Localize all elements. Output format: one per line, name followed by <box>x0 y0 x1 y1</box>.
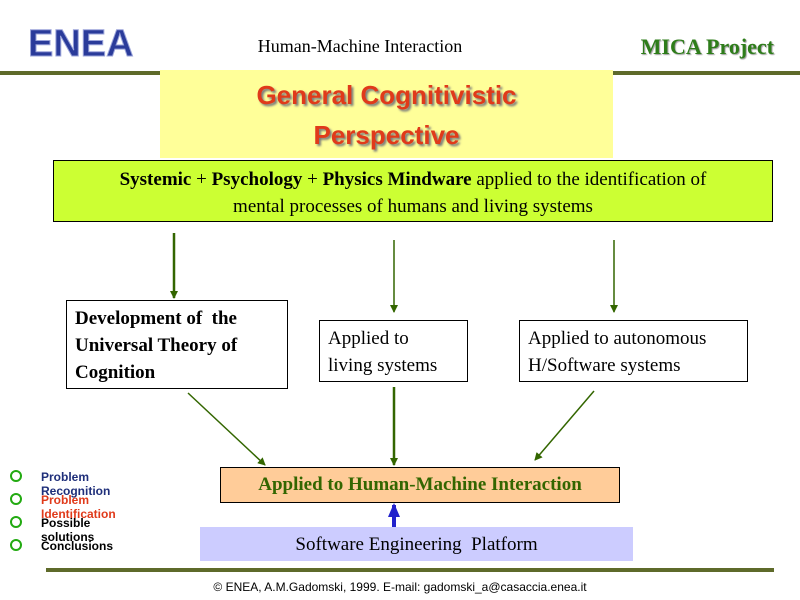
mindware-box: Systemic + Psychology + Physics Mindware… <box>53 160 773 222</box>
enea-logo: ENEA <box>28 23 135 65</box>
autonomous-line2: H/Software systems <box>528 355 681 376</box>
bullet-circle-icon <box>10 516 22 528</box>
arrow-autonomous-to-hmi <box>534 390 595 461</box>
term-physics-mindware: Physics Mindware <box>322 169 472 190</box>
theory-line3: Cognition <box>75 362 156 383</box>
bullet-circle-icon <box>10 470 22 482</box>
project-name: MICA Project <box>640 34 774 59</box>
bottom-divider <box>46 568 774 572</box>
bullet-label: Conclusions <box>41 539 114 553</box>
footer-copyright: © ENEA, A.M.Gadomski, 1999. E-mail: gado… <box>213 580 587 594</box>
theory-line2: Universal Theory of <box>75 335 238 356</box>
plus-1: + <box>191 169 212 190</box>
slide-title-line1: General Cognitivistic <box>256 80 517 110</box>
slide-title-box: General Cognitivistic Perspective <box>160 70 613 158</box>
mindware-rest: applied to the identification of <box>471 169 707 190</box>
theory-line1: Development of the <box>75 308 237 329</box>
autonomous-line1: Applied to autonomous <box>528 328 707 349</box>
slide-title: General Cognitivistic Perspective <box>160 70 613 155</box>
platform-box: Software Engineering Platform <box>200 527 633 561</box>
living-systems-box: Applied to living systems <box>319 320 468 382</box>
term-systemic: Systemic <box>119 169 192 190</box>
plus-2: + <box>302 169 323 190</box>
hmi-box: Applied to Human-Machine Interaction <box>220 467 620 503</box>
mindware-line1: Systemic + Psychology + Physics Mindware… <box>54 166 772 193</box>
bullet-label: Possible solutions <box>41 516 95 544</box>
bullet-label: Problem Identification <box>41 493 116 521</box>
header-title: Human-Machine Interaction <box>257 36 463 56</box>
autonomous-box: Applied to autonomous H/Software systems <box>519 320 748 382</box>
bullet-circle-icon <box>10 539 22 551</box>
slide-title-line2: Perspective <box>313 120 460 150</box>
living-line2: living systems <box>328 355 438 376</box>
mindware-line2: mental processes of humans and living sy… <box>233 196 593 217</box>
bullet-label: Problem Recognition <box>41 470 111 498</box>
theory-box: Development of the Universal Theory of C… <box>66 300 288 389</box>
term-psychology: Psychology <box>211 169 303 190</box>
bullet-circle-icon <box>10 493 22 505</box>
logo-text: ENEA <box>28 23 134 64</box>
living-line1: Applied to <box>328 328 409 349</box>
arrow-theory-to-hmi <box>187 392 266 466</box>
